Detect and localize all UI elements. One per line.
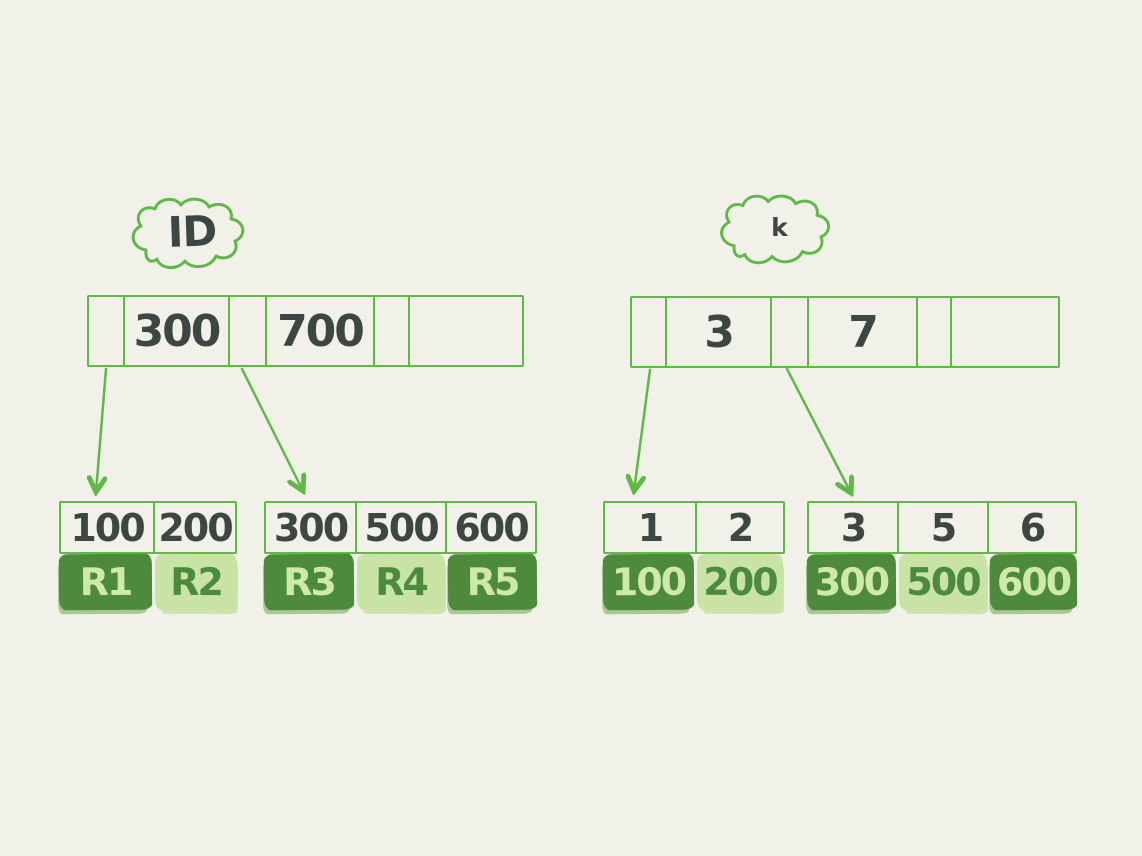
root-pointer-cell: [772, 298, 809, 366]
root-key-cell: 7: [809, 298, 918, 366]
root-pointer-cell: [632, 298, 667, 366]
index-name-label: k: [771, 212, 788, 242]
arrow-id-root-to-leaf1: [96, 367, 106, 492]
leaf-key-cell: 100: [61, 503, 155, 552]
record-cell: 300: [806, 553, 897, 611]
record-cell: R1: [58, 553, 153, 611]
root-key-cell: 700: [267, 297, 375, 365]
root-key-cell: 3: [667, 298, 772, 366]
id-leaf1-records: R1 R2: [58, 553, 238, 611]
record-cell: 600: [989, 553, 1078, 611]
leaf-key-cell: 300: [266, 503, 357, 552]
root-pointer-cell: [918, 298, 952, 366]
record-cell: R2: [154, 553, 238, 611]
root-pointer-cell: [89, 297, 125, 365]
k-leaf1-keys: 1 2: [603, 501, 785, 554]
leaf-key-cell: 2: [727, 505, 754, 550]
arrow-id-root-to-leaf2: [240, 367, 303, 491]
record-cell: 200: [696, 553, 784, 611]
leaf-key-cell: 500: [357, 503, 447, 552]
id-leaf2-records: R3 R4 R5: [263, 553, 538, 611]
root-pointer-cell: [375, 297, 410, 365]
leaf-key-cell: 5: [899, 503, 989, 552]
cloud-outline-icon: [720, 194, 830, 265]
k-index-cloud: k: [708, 191, 850, 269]
record-cell: 100: [602, 553, 695, 611]
record-cell: R5: [447, 553, 538, 611]
leaf-key-cell: 200: [158, 505, 233, 550]
leaf-key-cell: 600: [454, 505, 529, 550]
root-pointer-cell: [230, 297, 267, 365]
k-leaf1-records: 100 200: [602, 553, 784, 611]
root-key-cell: 300: [125, 297, 230, 365]
arrow-k-root-to-leaf2: [785, 367, 851, 493]
id-root-node: 300 700: [87, 295, 524, 367]
leaf-key-cell: 3: [809, 503, 899, 552]
k-leaf2-records: 300 500 600: [806, 553, 1078, 611]
id-leaf2-keys: 300 500 600: [264, 501, 537, 554]
record-cell: R4: [356, 553, 446, 611]
record-cell: 500: [898, 553, 988, 611]
index-name-label: ID: [166, 205, 218, 257]
id-index-cloud: ID: [120, 194, 264, 274]
root-empty-cell: [410, 297, 522, 365]
record-cell: R3: [263, 553, 355, 611]
leaf-key-cell: 1: [605, 503, 697, 552]
root-empty-cell: [952, 298, 1058, 366]
cloud-outline-icon: [131, 197, 245, 269]
arrow-k-root-to-leaf1: [634, 368, 652, 491]
k-root-node: 3 7: [630, 296, 1060, 368]
k-leaf2-keys: 3 5 6: [807, 501, 1077, 554]
leaf-key-cell: 6: [1019, 505, 1046, 550]
id-leaf1-keys: 100 200: [59, 501, 237, 554]
